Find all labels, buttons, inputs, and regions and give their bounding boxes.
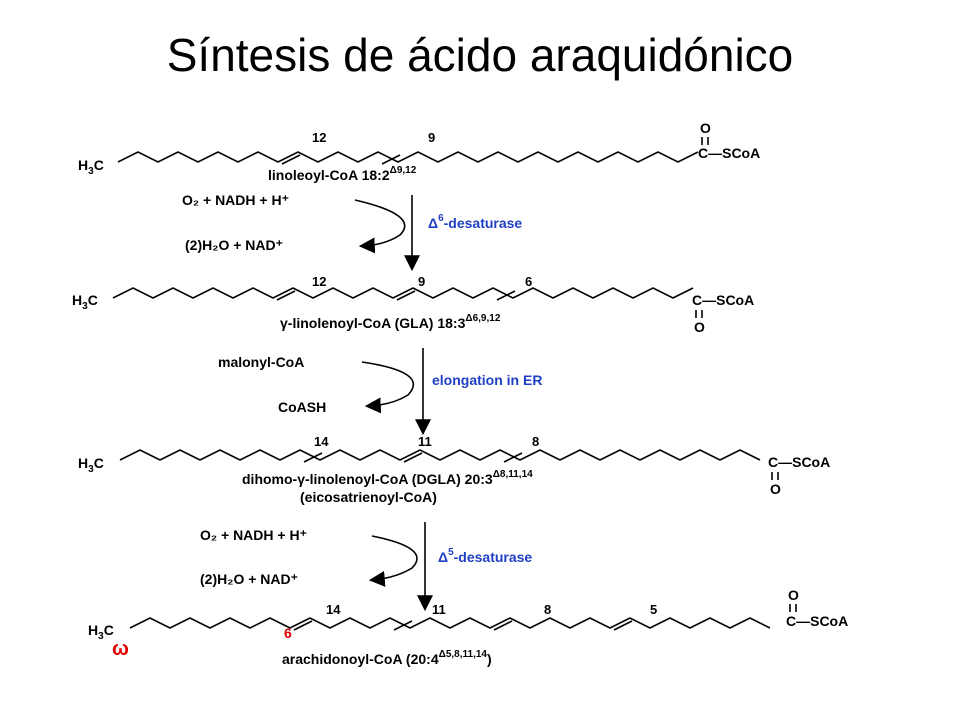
slide-title: Síntesis de ácido araquidónico [166,29,794,81]
position-5: 5 [650,602,657,617]
carbon-chain [112,287,694,299]
position-14: 14 [314,434,329,449]
carbon-chain [117,151,699,163]
position-12: 12 [312,130,326,145]
position-11: 11 [432,602,446,617]
double-bond-9 [396,290,416,301]
side-arrow [361,361,414,414]
molecule-name: γ-linolenoyl-CoA (GLA) 18:3Δ6,9,12 [280,313,501,331]
molecule-name: linoleoyl-CoA 18:2Δ9,12 [268,165,417,183]
carbonyl-oxygen: O [770,481,781,497]
carbonyl-oxygen: O [788,587,799,603]
double-bond-8 [503,452,523,463]
step-input: O₂ + NADH + H⁺ [200,527,307,543]
position-12: 12 [312,274,326,289]
methyl-head: H3C [78,455,104,475]
double-bond-6 [496,290,516,301]
step-input: O₂ + NADH + H⁺ [182,192,289,208]
thioester-tail: C—SCoA [698,145,760,161]
step-delta6-desaturase: O₂ + NADH + H⁺ (2)H₂O + NAD⁺ Δ6-desatura… [182,192,522,272]
position-6: 6 [525,274,532,289]
position-9: 9 [418,274,425,289]
carbon-chain [129,617,771,629]
molecule-arachidonoyl-coa: H3C ω 14 11 8 5 6 O C—SCoA arachidonoyl-… [88,587,848,667]
molecule-linoleoyl-coa: H3C 12 9 O C—SCoA linoleoyl-CoA 18:2Δ9,1… [78,120,760,183]
thioester-tail: C—SCoA [786,613,848,629]
carbonyl-oxygen: O [694,319,705,335]
double-bond-12 [276,290,296,301]
methyl-head: H3C [72,292,98,312]
omega-position: 6 [284,625,292,641]
omega-symbol: ω [112,638,129,660]
thioester-tail: C—SCoA [692,292,754,308]
double-bond-11 [403,452,423,463]
position-8: 8 [544,602,551,617]
position-11: 11 [418,434,432,449]
double-bond-12 [281,154,301,165]
position-9: 9 [428,130,435,145]
enzyme-label: Δ6-desaturase [428,213,522,231]
step-output: (2)H₂O + NAD⁺ [200,571,298,587]
double-bond-14 [303,452,323,463]
molecule-name: dihomo-γ-linolenoyl-CoA (DGLA) 20:3Δ8,11… [242,469,533,487]
double-bond-14 [293,620,313,631]
enzyme-label: elongation in ER [432,372,542,388]
step-delta5-desaturase: O₂ + NADH + H⁺ (2)H₂O + NAD⁺ Δ5-desatura… [200,522,532,612]
double-bond-5 [613,620,633,631]
methyl-head: H3C [88,622,114,642]
step-output: (2)H₂O + NAD⁺ [185,237,283,253]
molecule-dgla: H3C 14 11 8 C—SCoA O dihomo-γ-linolenoyl… [78,434,830,505]
molecule-alt-name: (eicosatrienoyl-CoA) [300,489,437,505]
double-bond-8 [493,620,513,631]
position-14: 14 [326,602,341,617]
thioester-tail: C—SCoA [768,454,830,470]
carbon-chain [119,449,761,461]
carbonyl-oxygen: O [700,120,711,136]
side-arrow [368,535,418,587]
double-bond-11 [393,620,413,631]
molecule-name: arachidonoyl-CoA (20:4Δ5,8,11,14) [282,649,492,667]
side-arrow [354,199,406,254]
step-elongation: malonyl-CoA CoASH elongation in ER [218,348,542,436]
step-input: malonyl-CoA [218,354,304,370]
molecule-gla: H3C 12 9 6 C—SCoA O γ-linolenoyl-CoA (GL… [72,274,754,335]
position-8: 8 [532,434,539,449]
methyl-head: H3C [78,157,104,177]
step-output: CoASH [278,399,326,415]
enzyme-label: Δ5-desaturase [438,547,532,565]
double-bond-9 [381,154,401,165]
